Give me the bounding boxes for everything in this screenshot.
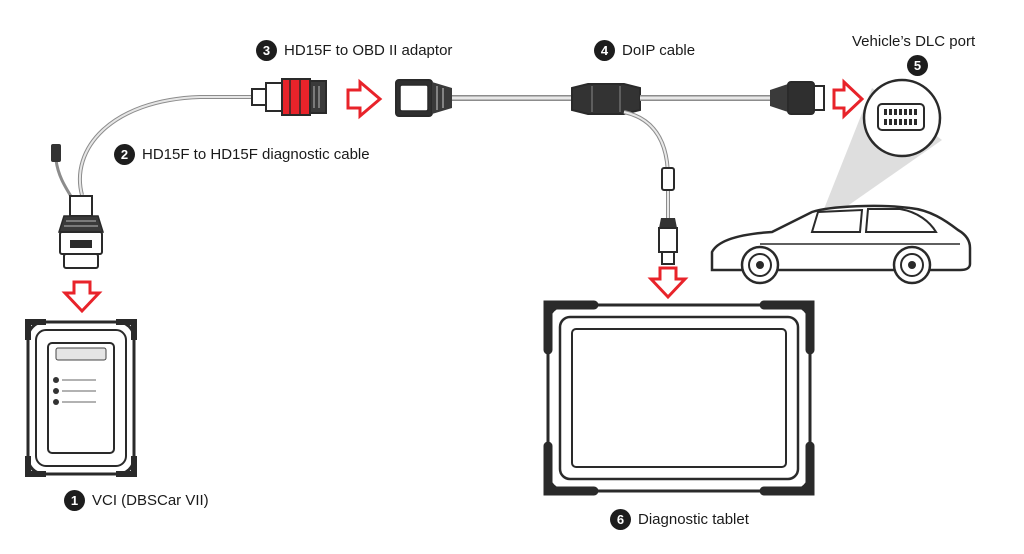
hd15f-obd-adaptor [251, 78, 327, 116]
vehicle [710, 204, 972, 285]
label-hd15f-obd-adaptor: 3 HD15F to OBD II adaptor [256, 40, 452, 61]
hd15f-diagnostic-cable-inner [78, 96, 255, 196]
step-badge-6: 6 [610, 509, 631, 530]
diagnostic-tablet [543, 300, 815, 496]
doip-cable [395, 79, 825, 265]
label-hd15f-diagnostic-cable: 2 HD15F to HD15F diagnostic cable [114, 144, 370, 165]
label-vci: 1 VCI (DBSCar VII) [64, 490, 209, 511]
vci-connector [57, 195, 105, 269]
arrow-right-to-dlc [832, 78, 865, 120]
label-text-6: Diagnostic tablet [638, 511, 749, 528]
step-badge-2: 2 [114, 144, 135, 165]
cable-branch [54, 159, 74, 199]
step-badge-5: 5 [907, 55, 928, 76]
label-dlc-port: 5 [907, 55, 928, 76]
arrow-down-to-vci [61, 280, 103, 314]
label-text-5: Vehicle’s DLC port [852, 33, 976, 50]
label-doip-cable: 4 DoIP cable [594, 40, 695, 61]
label-text-1: VCI (DBSCar VII) [92, 492, 209, 509]
vci-device [25, 319, 137, 477]
dlc-port-callout [822, 78, 942, 214]
step-badge-4: 4 [594, 40, 615, 61]
step-badge-1: 1 [64, 490, 85, 511]
label-text-3: HD15F to OBD II adaptor [284, 42, 453, 59]
label-text-2: HD15F to HD15F diagnostic cable [142, 146, 370, 163]
label-text-4: DoIP cable [622, 42, 696, 59]
branch-plug [51, 144, 61, 162]
label-diagnostic-tablet: 6 Diagnostic tablet [610, 509, 749, 530]
step-badge-3: 3 [256, 40, 277, 61]
arrow-down-to-tablet [647, 266, 689, 300]
arrow-right-to-doip [346, 78, 383, 120]
